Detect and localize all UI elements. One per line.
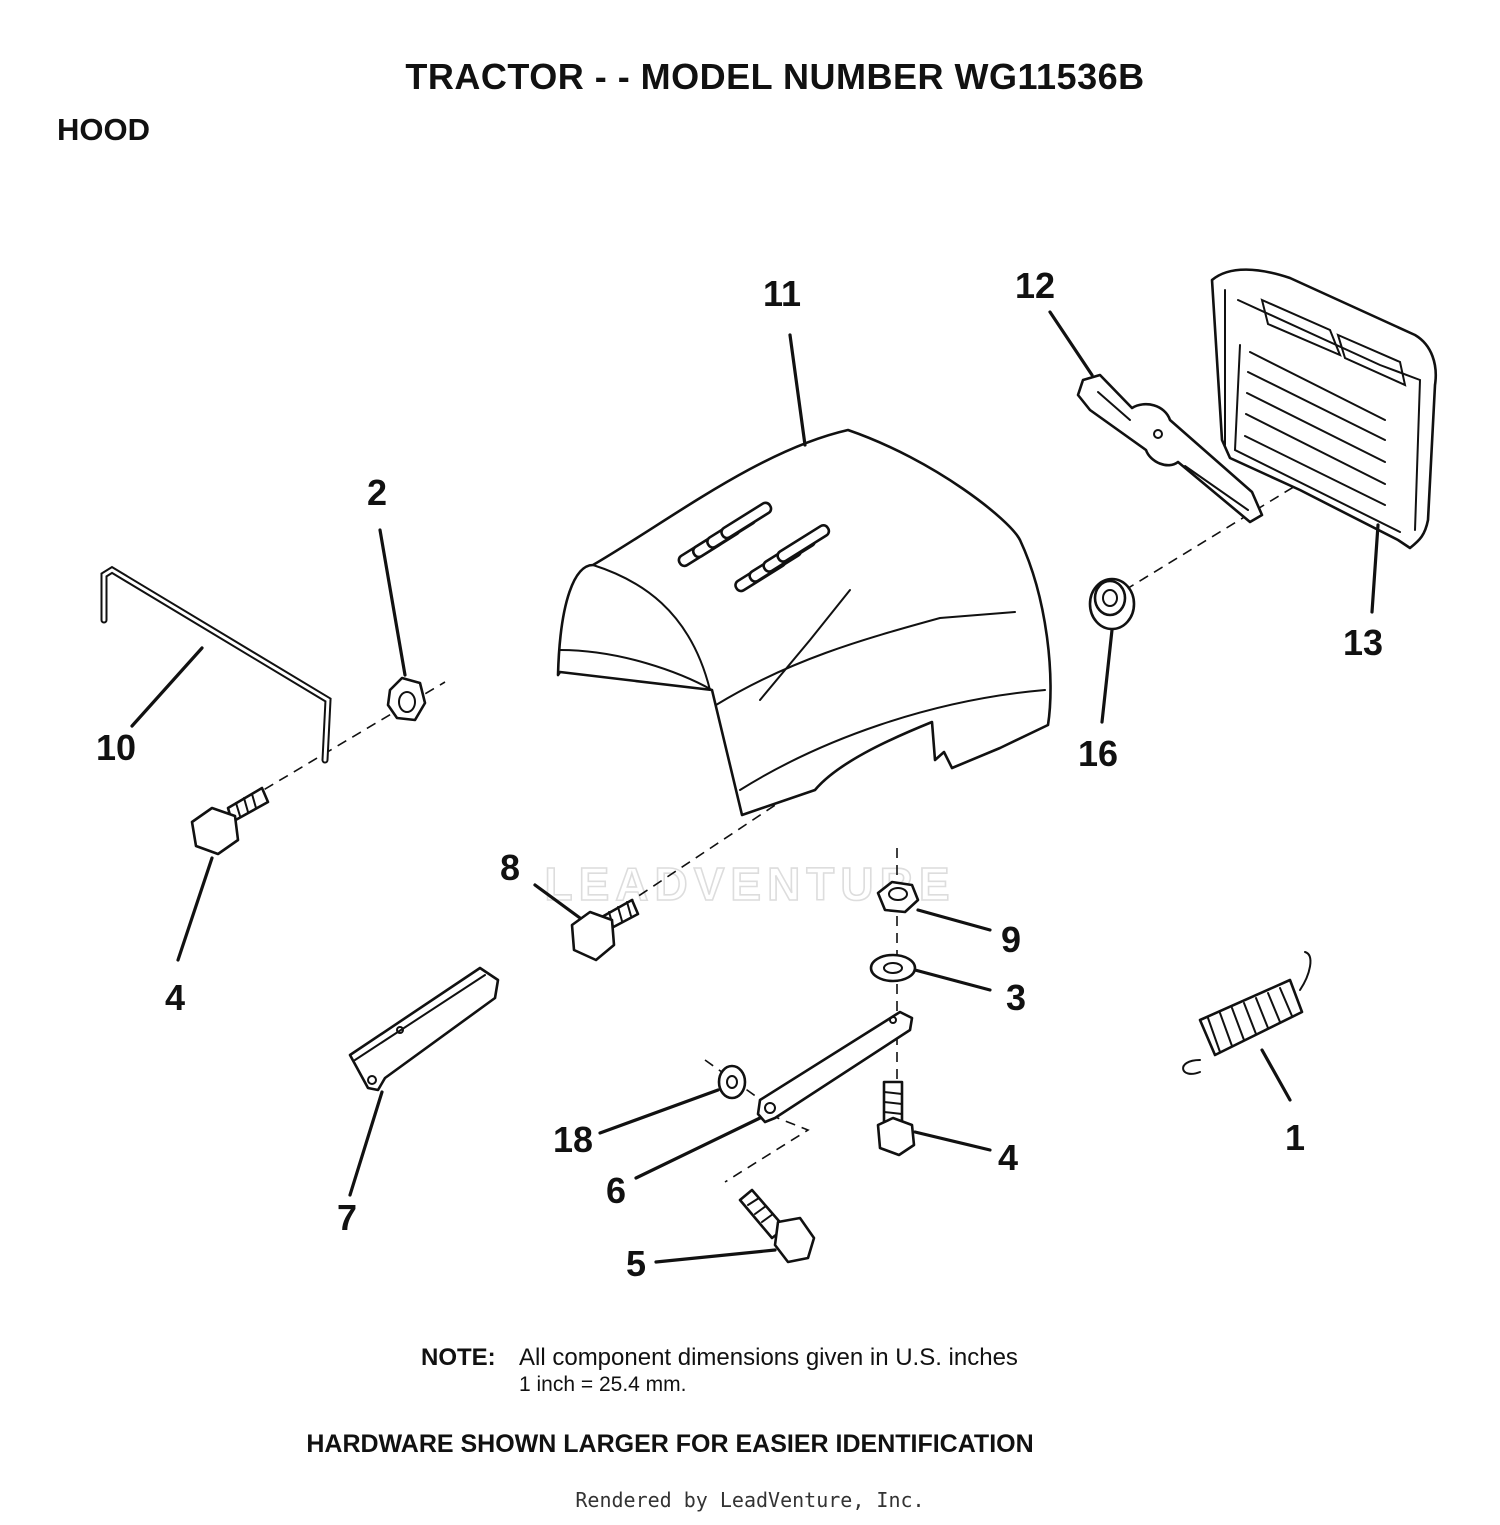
- hardware-note: HARDWARE SHOWN LARGER FOR EASIER IDENTIF…: [306, 1430, 1034, 1458]
- callout-11: 11: [763, 273, 801, 314]
- hood-part-11: [556, 428, 1052, 817]
- bolt-part-4-lower: [876, 1080, 916, 1157]
- note-line-2: 1 inch = 25.4 mm.: [519, 1373, 687, 1396]
- note-line-1: All component dimensions given in U.S. i…: [519, 1344, 1018, 1371]
- callout-16: 16: [1078, 733, 1118, 774]
- callout-12: 12: [1015, 265, 1055, 306]
- link-part-6: [756, 1010, 914, 1124]
- page-title: TRACTOR - - MODEL NUMBER WG11536B: [405, 56, 1145, 97]
- callout-1: 1: [1285, 1117, 1305, 1158]
- hood-vents: [677, 501, 831, 593]
- callout-6: 6: [606, 1170, 626, 1211]
- nut-part-9: [876, 880, 920, 914]
- callout-18: 18: [553, 1119, 593, 1160]
- callout-7: 7: [337, 1197, 357, 1238]
- note-label: NOTE:: [421, 1344, 496, 1371]
- bolt-part-4-upper: [190, 786, 270, 856]
- callout-10: 10: [96, 727, 136, 768]
- bracket-part-7: [348, 966, 500, 1092]
- callout-5: 5: [626, 1243, 646, 1284]
- bracket-part-12: [1076, 373, 1264, 524]
- bolt-part-5: [738, 1188, 816, 1264]
- nut-part-2: [386, 676, 427, 722]
- grille-part-13: [1210, 268, 1437, 550]
- callout-3: 3: [1006, 977, 1026, 1018]
- callout-4-lower: 4: [998, 1137, 1018, 1178]
- washer-part-18: [717, 1064, 747, 1100]
- bolt-part-8: [570, 898, 640, 962]
- callout-9: 9: [1001, 919, 1021, 960]
- leader-lines: [130, 310, 1380, 1264]
- callout-4-upper: 4: [165, 977, 185, 1018]
- callouts: 11 12 13 16 2 10 4 8 9 3 1 7 18 6 4 5: [96, 265, 1383, 1284]
- section-title: HOOD: [57, 112, 150, 147]
- callout-8: 8: [500, 847, 520, 888]
- spring-part-1: [1182, 951, 1312, 1075]
- callout-2: 2: [367, 472, 387, 513]
- rod-part-10: [100, 565, 332, 764]
- flange-nut-part-16: [1088, 577, 1136, 631]
- footer-credit: Rendered by LeadVenture, Inc.: [575, 1488, 925, 1512]
- callout-13: 13: [1343, 622, 1383, 663]
- washer-part-3: [869, 953, 917, 983]
